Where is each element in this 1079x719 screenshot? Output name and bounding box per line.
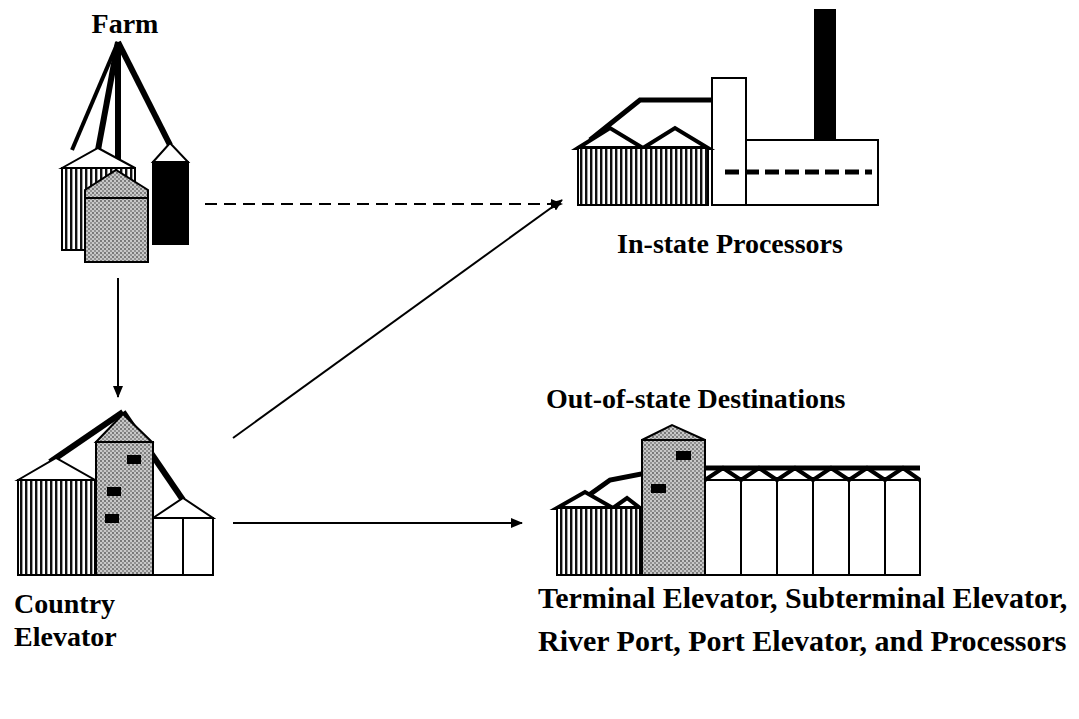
processor-node: In-state Processors — [570, 5, 892, 270]
flow-arrow — [233, 522, 522, 524]
farm-silos — [62, 42, 188, 262]
dashed-flow-arrow — [205, 203, 562, 205]
farm-node: Farm — [55, 5, 197, 270]
processor-plant — [578, 10, 878, 205]
node-label: Out-of-state Destinations — [546, 382, 1006, 415]
flow-arrow — [117, 278, 119, 397]
node-label: In-state Processors — [570, 227, 890, 260]
node-label: Farm — [55, 7, 195, 40]
node-label: Country Elevator — [14, 587, 164, 653]
terminal-elevator — [557, 425, 920, 575]
country-elevator-silos — [18, 412, 213, 575]
node-body: Terminal Elevator, Subterminal Elevator,… — [538, 576, 1075, 662]
destination-node: Out-of-state DestinationsTerminal Elevat… — [530, 378, 1077, 713]
country-elevator-node: Country Elevator — [10, 405, 225, 655]
flow-arrow — [233, 200, 562, 438]
